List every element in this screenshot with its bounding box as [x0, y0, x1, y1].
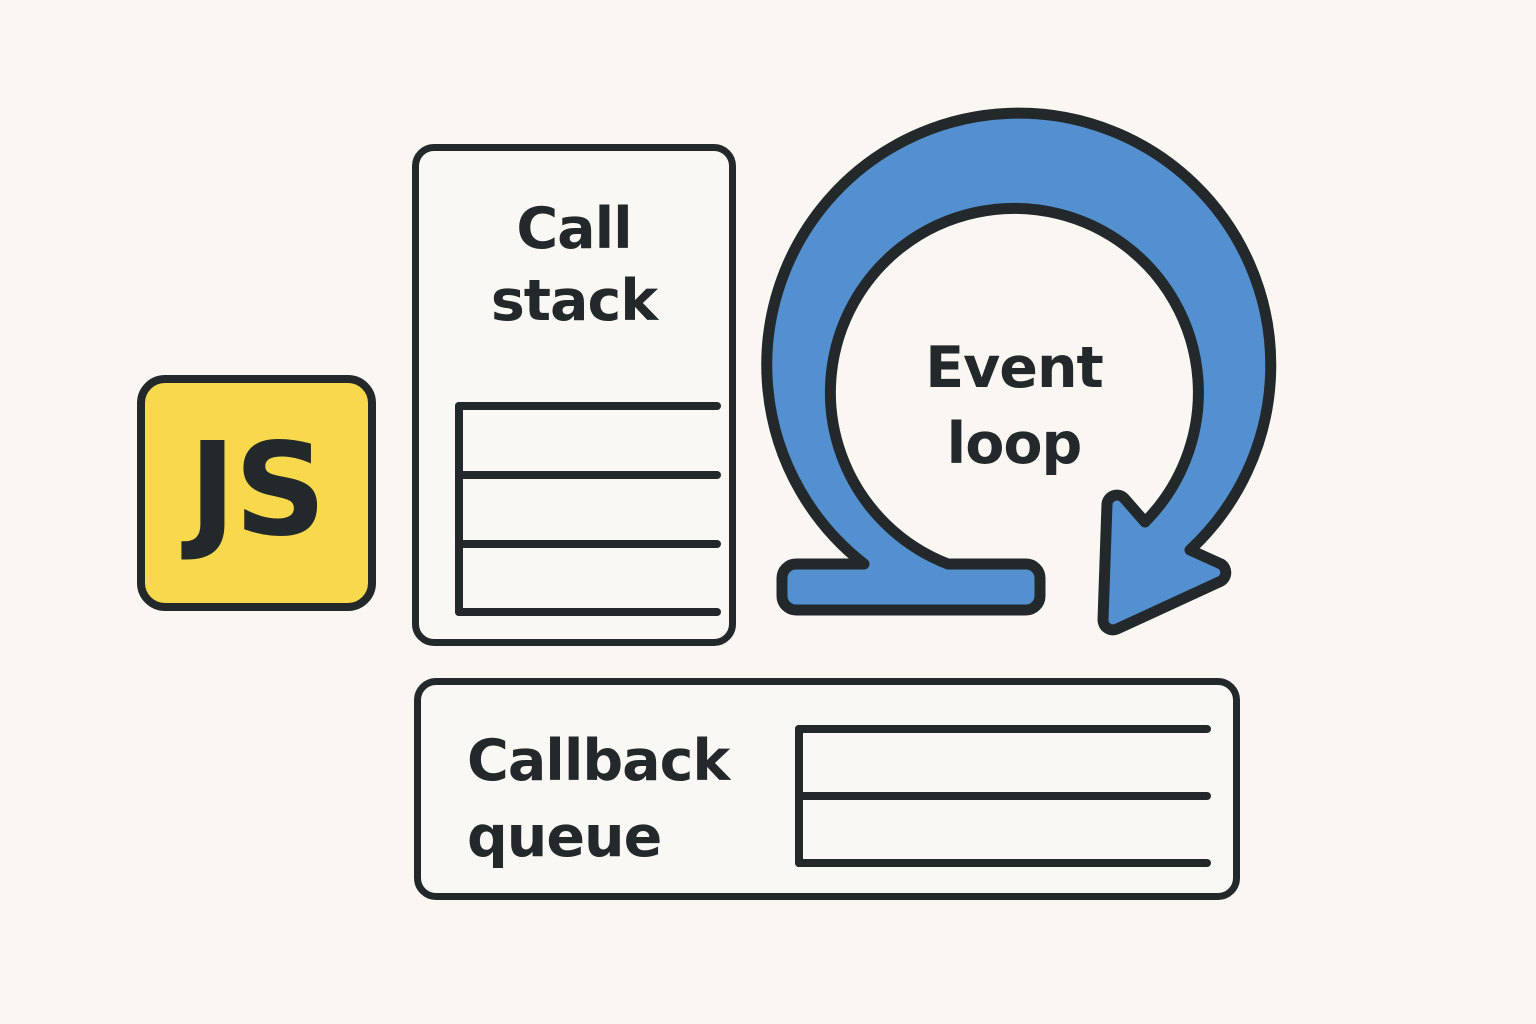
- javascript-logo-badge: JS: [137, 375, 376, 611]
- callback-queue-panel: Callback queue: [414, 678, 1240, 900]
- call-stack-rule-4: [455, 608, 721, 616]
- callback-queue-title: Callback queue: [467, 723, 767, 875]
- call-stack-spine: [455, 402, 463, 616]
- call-stack-frames: [455, 402, 721, 616]
- javascript-logo-label: JS: [188, 416, 327, 565]
- callback-queue-rule-3: [795, 859, 1211, 867]
- call-stack-title-line-1: Call: [516, 196, 632, 262]
- call-stack-rule-2: [455, 471, 721, 479]
- call-stack-title-line-2: stack: [490, 268, 658, 334]
- event-loop-title-line-2: loop: [946, 411, 1083, 477]
- event-loop-title: Event loop: [874, 330, 1154, 482]
- event-loop-graphic: Event loop: [756, 107, 1277, 652]
- callback-queue-title-line-2: queue: [467, 804, 662, 870]
- callback-queue-slots: [795, 725, 1211, 867]
- event-loop-title-line-1: Event: [925, 335, 1104, 401]
- call-stack-rule-1: [455, 402, 721, 410]
- call-stack-rule-3: [455, 540, 721, 548]
- callback-queue-rule-1: [795, 725, 1211, 733]
- callback-queue-rule-2: [795, 792, 1211, 800]
- callback-queue-title-line-1: Callback: [467, 728, 730, 794]
- call-stack-panel: Call stack: [412, 144, 736, 646]
- call-stack-title: Call stack: [419, 193, 729, 337]
- circular-arrow-icon: [761, 107, 1277, 636]
